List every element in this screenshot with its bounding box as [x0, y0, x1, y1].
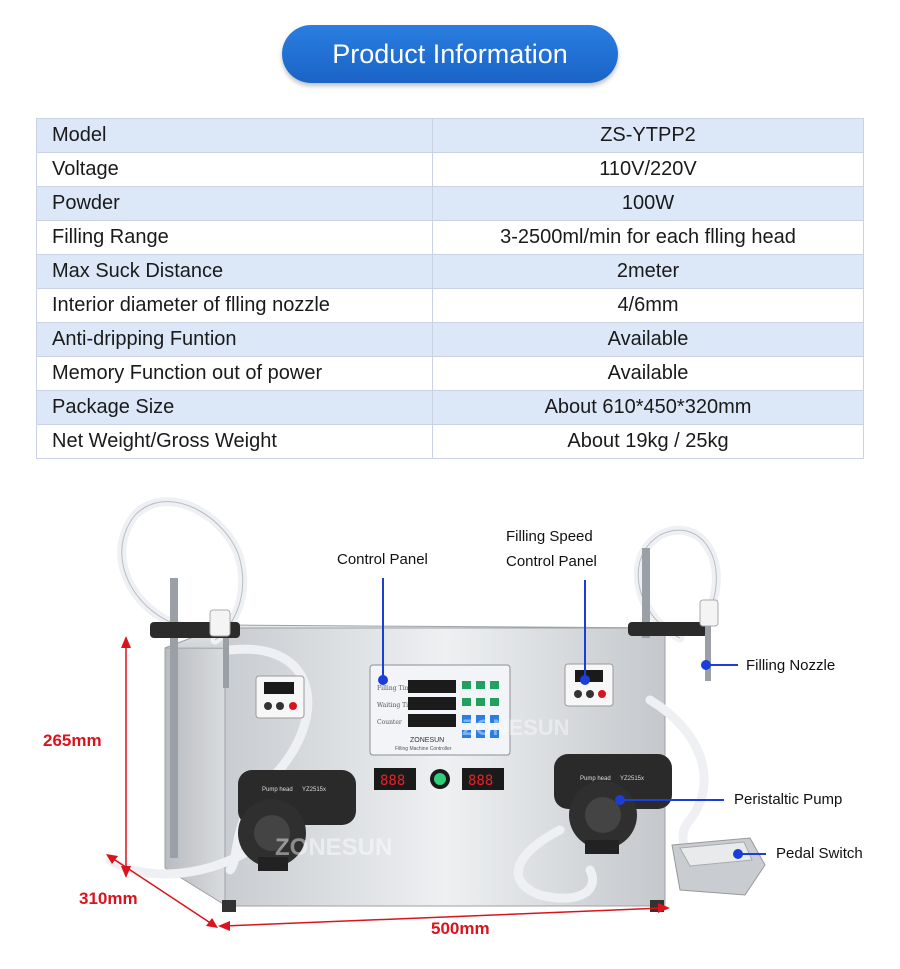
label-pedal-switch: Pedal Switch — [776, 845, 863, 862]
spec-value: 100W — [432, 186, 864, 221]
spec-value: ZS-YTPP2 — [432, 118, 864, 153]
spec-value: 110V/220V — [432, 152, 864, 187]
left-pump-model-text: YZ2515x — [302, 787, 326, 793]
spec-key: Package Size — [36, 390, 433, 425]
spec-key: Interior diameter of flling nozzle — [36, 288, 433, 323]
label-filling-nozzle: Filling Nozzle — [746, 657, 836, 674]
lower-displays: 888 888 — [374, 768, 504, 790]
label-filling-speed-line1: Filling Speed — [506, 528, 593, 545]
spec-value: 2meter — [432, 254, 864, 289]
counter-text: Counter — [377, 719, 402, 726]
dimension-height: 265mm — [43, 731, 102, 750]
dimension-width: 500mm — [431, 919, 490, 938]
right-display-digits: 888 — [468, 773, 493, 789]
brand-watermark-top: ZONESUN — [462, 715, 570, 740]
spec-key: Net Weight/Gross Weight — [36, 424, 433, 459]
spec-value: 3-2500ml/min for each flling head — [432, 220, 864, 255]
filling-time-text: Filling Time — [377, 685, 414, 692]
label-peristaltic-pump: Peristaltic Pump — [734, 791, 843, 808]
spec-key: Powder — [36, 186, 433, 221]
spec-key: Filling Range — [36, 220, 433, 255]
spec-key: Memory Function out of power — [36, 356, 433, 391]
dimension-arrows — [106, 636, 670, 931]
spec-key: Anti-dripping Funtion — [36, 322, 433, 357]
left-display-digits: 888 — [380, 773, 405, 789]
right-speed-panel — [564, 663, 614, 707]
dimension-depth: 310mm — [79, 889, 138, 908]
spec-value: About 610*450*320mm — [432, 390, 864, 425]
label-filling-speed-line2: Control Panel — [506, 553, 597, 570]
left-speed-panel — [255, 675, 305, 719]
right-pump-model-text: YZ2515x — [620, 776, 644, 782]
spec-value: Available — [432, 356, 864, 391]
right-peristaltic-pump: Pump head YZ2515x — [554, 754, 672, 854]
label-control-panel: Control Panel — [337, 551, 428, 568]
waiting-time-text: Waiting Time — [377, 702, 418, 709]
section-title: Product Information — [282, 25, 618, 83]
left-pump-head-text: Pump head — [262, 787, 293, 793]
spec-key: Max Suck Distance — [36, 254, 433, 289]
left-nozzle-holder — [150, 578, 240, 858]
pointer-lines — [378, 578, 766, 859]
spec-value: 4/6mm — [432, 288, 864, 323]
brand-watermark-bottom: ZONESUN — [275, 834, 392, 861]
pedal-switch — [671, 837, 766, 896]
right-nozzle-holder — [628, 548, 719, 681]
left-peristaltic-pump: Pump head YZ2515x — [238, 770, 356, 871]
spec-key: Model — [36, 118, 433, 153]
spec-key: Voltage — [36, 152, 433, 187]
controller-brand-text: ZONESUN — [410, 737, 444, 744]
spec-value: About 19kg / 25kg — [432, 424, 864, 459]
machine-diagram: Filling Time Waiting Time Counter ZONESU… — [105, 497, 766, 931]
right-pump-head-text: Pump head — [580, 776, 611, 782]
main-control-panel: Filling Time Waiting Time Counter ZONESU… — [369, 664, 511, 756]
controller-subtitle-text: Filling Machine Controller — [395, 746, 452, 752]
spec-value: Available — [432, 322, 864, 357]
